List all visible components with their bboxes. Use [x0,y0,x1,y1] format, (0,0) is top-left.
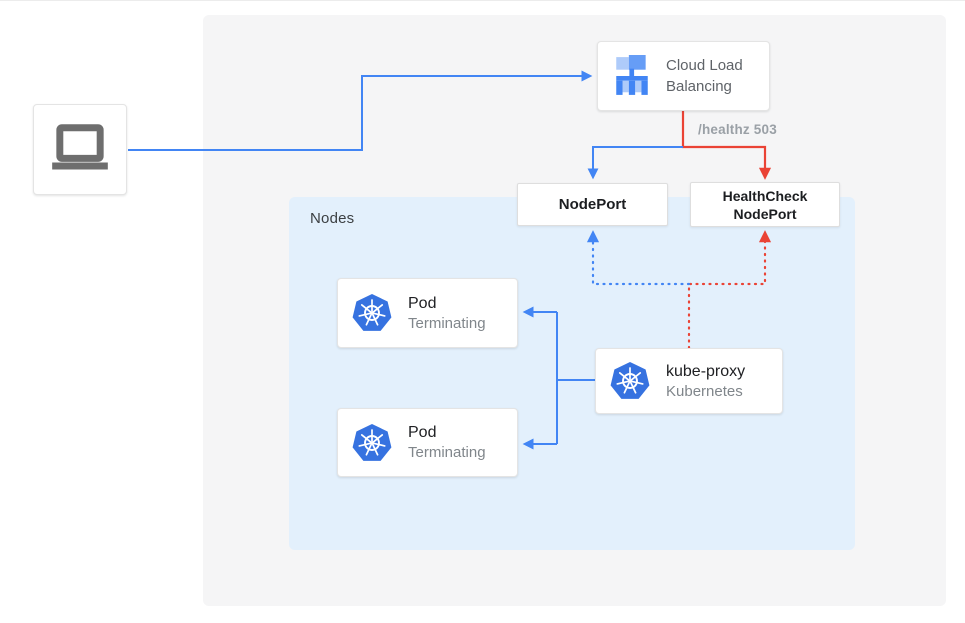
pod-status: Terminating [408,314,486,332]
healthcheck-nodeport-node: HealthCheck NodePort [690,182,840,227]
nodes-label: Nodes [310,210,355,227]
pod-terminating-node-2: Pod Terminating [337,408,518,477]
kubernetes-icon [610,362,650,399]
cloud-load-balancing-icon [616,55,648,95]
healthcheck-nodeport-label-line2: NodePort [733,205,797,222]
pod-terminating-node-1: Pod Terminating [337,278,518,348]
kubernetes-icon [352,423,392,461]
nodeport-node: NodePort [517,183,668,226]
kubernetes-icon [352,294,392,331]
pod-title: Pod [408,424,437,441]
cloud-load-balancing-label: Cloud Load Balancing [666,57,743,95]
nodeport-label: NodePort [558,196,627,213]
healthz-status-label: /healthz 503 [698,122,777,137]
kube-proxy-node: kube-proxy Kubernetes [595,348,783,414]
kube-proxy-subtitle: Kubernetes [666,382,743,400]
cloud-load-balancing-node: Cloud Load Balancing [597,41,770,111]
client-laptop-node [33,104,127,195]
pod-title: Pod [408,294,437,312]
kube-proxy-title: kube-proxy [666,362,746,380]
pod-status: Terminating [408,444,486,461]
laptop-icon [52,123,108,169]
healthcheck-nodeport-label-line1: HealthCheck [722,187,808,204]
